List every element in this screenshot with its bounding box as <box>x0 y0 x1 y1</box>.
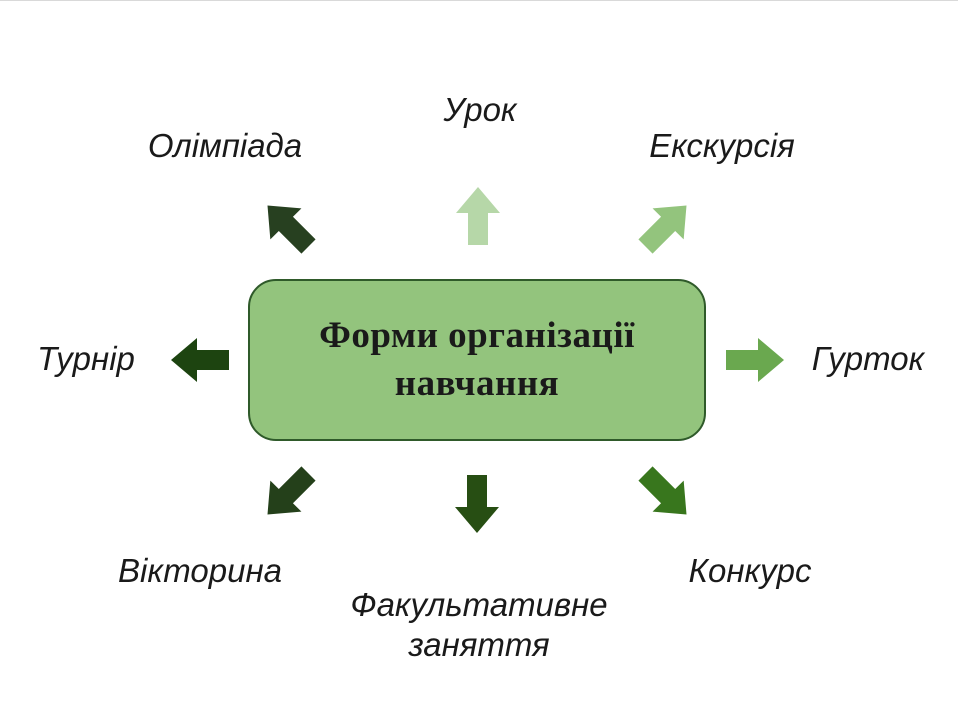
label-fakultatyvne-zaniattia: Факультативне заняття <box>350 585 607 665</box>
center-node: Форми організації навчання <box>248 279 706 441</box>
center-title: Форми організації навчання <box>319 312 635 408</box>
arrow-up-right-icon <box>638 205 687 254</box>
arrow-up-icon <box>456 187 500 245</box>
label-konkurs: Конкурс <box>688 552 812 589</box>
arrow-down-icon <box>455 475 499 533</box>
arrow-left-icon <box>171 338 229 382</box>
label-hurtok: Гурток <box>811 340 925 377</box>
center-title-line1: Форми організації <box>319 315 635 356</box>
label-olimpiada: Олімпіада <box>147 127 303 164</box>
label-fakultatyvne-line2: заняття <box>408 626 550 663</box>
label-turnir: Турнір <box>37 340 135 377</box>
label-urok: Урок <box>443 91 517 128</box>
arrow-right-icon <box>726 338 784 382</box>
arrow-down-left-icon <box>267 466 316 515</box>
label-ekskursiia: Екскурсія <box>649 127 795 164</box>
label-fakultatyvne-line1: Факультативне <box>350 586 608 623</box>
arrow-down-right-icon <box>638 466 687 515</box>
arrow-up-left-icon <box>267 205 316 254</box>
center-title-line2: навчання <box>394 363 560 404</box>
label-viktoryna: Вікторина <box>118 552 282 589</box>
top-divider <box>0 0 958 1</box>
